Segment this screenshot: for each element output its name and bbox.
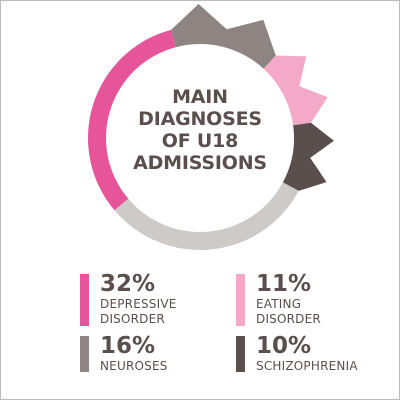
legend-label-neuroses: NEUROSES <box>100 359 168 374</box>
legend-item-eating: 11% EATING DISORDER <box>236 272 376 332</box>
legend-swatch-depressive <box>80 274 89 326</box>
donut-slice-schizophrenia <box>282 122 334 191</box>
legend-label-schizophrenia: SCHIZOPHRENIA <box>256 359 358 374</box>
legend-label-eating-line-1: EATING <box>256 297 302 311</box>
legend-label-depressive-line-1: DEPRESSIVE <box>100 297 177 311</box>
legend-label-depressive: DEPRESSIVE DISORDER <box>100 297 177 327</box>
title-line-2: DIAGNOSES <box>138 108 262 130</box>
legend-label-depressive-line-2: DISORDER <box>100 312 165 326</box>
legend-percent-neuroses: 16% <box>100 333 156 359</box>
legend-label-eating-line-2: DISORDER <box>256 312 321 326</box>
donut-slice-depressive-disorder <box>87 29 176 211</box>
legend-item-neuroses: 16% NEUROSES <box>80 334 220 378</box>
legend-percent-schizophrenia: 10% <box>256 333 312 359</box>
legend-label-neuroses-line-1: NEUROSES <box>100 359 168 373</box>
chart-title: MAIN DIAGNOSES OF U18 ADMISSIONS <box>130 86 270 174</box>
donut-slice-other <box>114 182 299 251</box>
legend-label-eating: EATING DISORDER <box>256 297 321 327</box>
title-line-4: ADMISSIONS <box>133 152 267 174</box>
legend-label-schizophrenia-line-1: SCHIZOPHRENIA <box>256 359 358 373</box>
legend-percent-depressive: 32% <box>100 271 156 297</box>
legend-percent-eating: 11% <box>256 271 312 297</box>
legend-item-depressive: 32% DEPRESSIVE DISORDER <box>80 272 220 332</box>
donut-slice-eating-disorder <box>263 55 328 126</box>
donut-slice-neuroses <box>171 4 276 69</box>
legend-swatch-schizophrenia <box>236 336 245 372</box>
legend-swatch-neuroses <box>80 336 89 372</box>
legend-swatch-eating <box>236 274 245 326</box>
title-line-1: MAIN <box>172 86 228 108</box>
title-line-3: OF U18 <box>161 130 239 152</box>
legend-item-schizophrenia: 10% SCHIZOPHRENIA <box>236 334 386 378</box>
